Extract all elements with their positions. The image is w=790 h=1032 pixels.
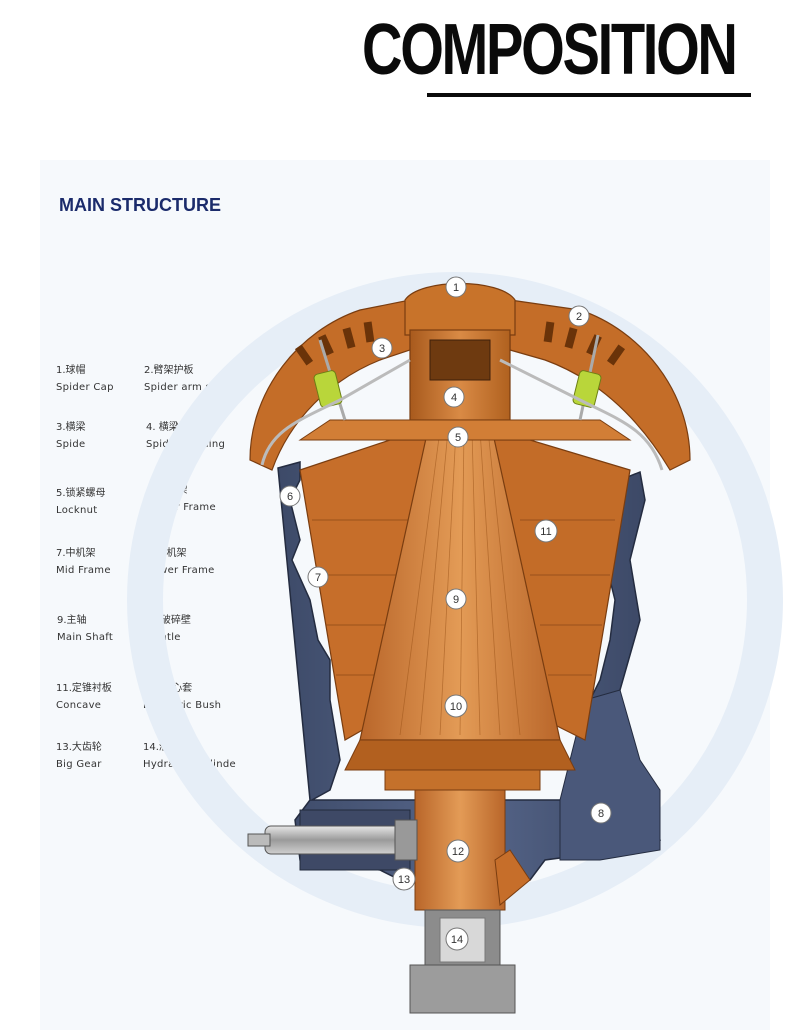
- callout-7: 7: [307, 566, 329, 588]
- legend-en: Upper Frame: [148, 502, 216, 513]
- svg-text:10: 10: [450, 701, 462, 713]
- legend-en: Spider arm shield: [144, 382, 237, 393]
- legend-item: 7.中机架 Mid Frame: [56, 545, 111, 579]
- callout-9: 9: [445, 588, 467, 610]
- lower-bush-right: [494, 849, 531, 906]
- svg-text:12: 12: [452, 846, 464, 858]
- svg-text:14: 14: [451, 934, 463, 946]
- pinion-shaft: [264, 825, 416, 855]
- callout-13: 13: [392, 867, 416, 891]
- callout-4: 4: [443, 386, 465, 408]
- shaft-end: [247, 833, 271, 847]
- cylinder-base: [409, 964, 516, 1014]
- legend-zh: 5.锁紧螺母: [56, 488, 106, 499]
- legend-item: 1.球帽 Spider Cap: [56, 362, 114, 396]
- spider-bushing: [429, 339, 491, 381]
- legend-en: Locknut: [56, 505, 98, 516]
- svg-text:6: 6: [287, 491, 293, 503]
- svg-text:7: 7: [315, 572, 321, 584]
- legend-en: Main Shaft: [57, 632, 114, 643]
- svg-text:4: 4: [451, 392, 457, 404]
- title-underline: [427, 93, 751, 97]
- legend-en: Big Gear: [56, 759, 102, 770]
- legend-item: 11.定锥衬板 Concave: [56, 680, 112, 714]
- spider-cap: [404, 282, 516, 336]
- legend-en: Spide: [56, 439, 86, 450]
- legend-zh: 1.球帽: [56, 365, 86, 376]
- legend-item: 3.横梁 Spide: [56, 419, 86, 453]
- legend-item: 8.下机架 Lower Frame: [147, 545, 215, 579]
- legend-zh: 11.定锥衬板: [56, 683, 112, 694]
- legend-zh: 8.下机架: [147, 548, 187, 559]
- legend-item: 2.臂架护板 Spider arm shield: [144, 362, 237, 396]
- svg-text:8: 8: [598, 808, 604, 820]
- svg-text:1: 1: [453, 282, 459, 294]
- callout-11: 11: [534, 519, 558, 543]
- svg-text:2: 2: [576, 311, 582, 323]
- eccentric-collar: [384, 769, 541, 791]
- svg-text:3: 3: [379, 343, 385, 355]
- parts-legend: 1.球帽 Spider Cap 2.臂架护板 Spider arm shield…: [0, 0, 260, 1032]
- svg-text:13: 13: [398, 874, 410, 886]
- section-heading: MAIN STRUCTURE: [59, 195, 221, 215]
- big-gear: [394, 819, 418, 861]
- legend-zh: 13.大齿轮: [56, 742, 102, 753]
- legend-zh: 9.主轴: [57, 615, 87, 626]
- legend-en: Lower Frame: [147, 565, 215, 576]
- legend-zh: 10.破碎壁: [145, 615, 191, 626]
- legend-zh: 2.臂架护板: [144, 365, 194, 376]
- spring-assembly-right: [572, 334, 602, 421]
- callout-6: 6: [279, 485, 301, 507]
- callout-14: 14: [445, 927, 469, 951]
- legend-zh: 3.横梁: [56, 422, 86, 433]
- callout-5: 5: [447, 426, 469, 448]
- callout-2: 2: [568, 305, 590, 327]
- callout-8: 8: [590, 802, 612, 824]
- spring-assembly-left: [313, 339, 347, 421]
- tie-rod-right: [499, 358, 664, 471]
- callout-3: 3: [371, 337, 393, 359]
- legend-item: 13.大齿轮 Big Gear: [56, 739, 102, 773]
- legend-zh: 7.中机架: [56, 548, 96, 559]
- legend-en: Concave: [56, 700, 102, 711]
- svg-text:9: 9: [453, 594, 459, 606]
- callout-12: 12: [446, 839, 470, 863]
- legend-zh: 4. 横梁衬套: [146, 422, 199, 433]
- tie-rod-left: [260, 358, 411, 466]
- callout-markers: 1 2 3 4 5 6 7 8 9 10 11 12 13 14: [279, 276, 612, 951]
- legend-en: Spider Cap: [56, 382, 114, 393]
- legend-item: 9.主轴 Main Shaft: [57, 612, 113, 646]
- svg-text:11: 11: [540, 526, 551, 538]
- svg-text:5: 5: [455, 432, 461, 444]
- callout-1: 1: [445, 276, 467, 298]
- mantle-base: [344, 739, 576, 771]
- legend-item: 5.锁紧螺母 Locknut: [56, 485, 106, 519]
- callout-10: 10: [444, 694, 468, 718]
- legend-en: Mid Frame: [56, 565, 111, 576]
